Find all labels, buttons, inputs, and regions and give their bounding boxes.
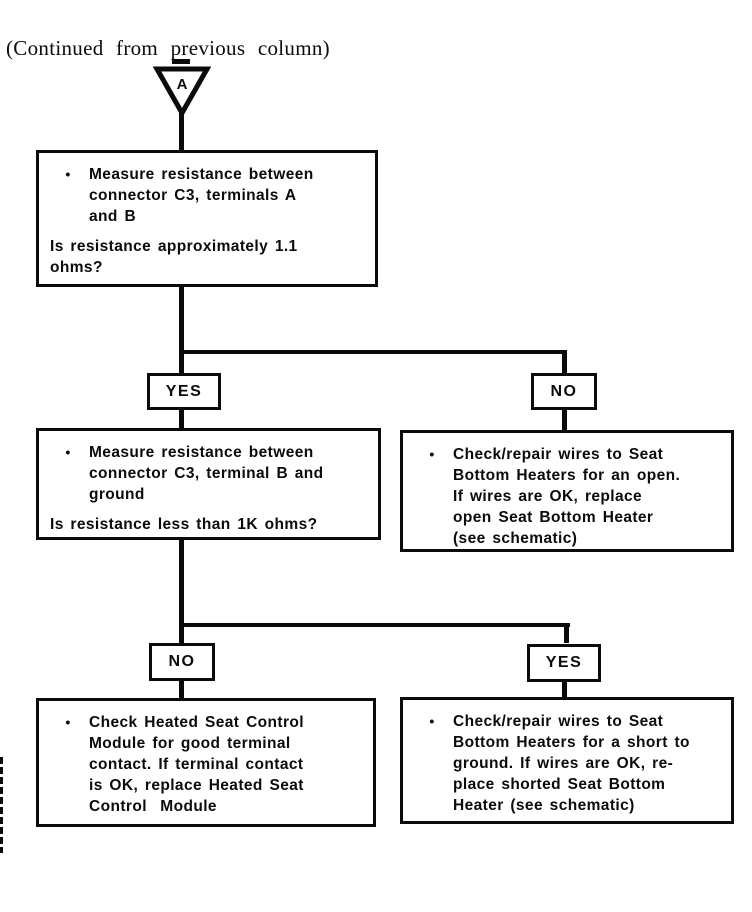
- decision-no-2-label: NO: [168, 653, 196, 670]
- decision-yes-2: YES: [527, 644, 601, 682]
- edge-yes1-to-step2: [179, 410, 184, 428]
- decision-no-1-label: NO: [550, 382, 578, 400]
- bullet-dot: •: [65, 714, 71, 730]
- edge-triangle-to-step1: [179, 110, 184, 150]
- decision-no-2: NO: [149, 643, 215, 681]
- flow-box-measure-ground: • Measure resistance between connector C…: [36, 428, 381, 540]
- decision-yes-1-label: YES: [165, 382, 203, 400]
- edge-branch2-to-no: [179, 627, 184, 643]
- bullet-dot: •: [65, 166, 71, 182]
- decision-yes-2-label: YES: [545, 654, 583, 671]
- flow-box-repair-short-action: Check/repair wires to Seat Bottom Heater…: [453, 713, 690, 814]
- bullet-dot: •: [65, 444, 71, 460]
- flow-box-repair-open-action: Check/repair wires to Seat Bottom Heater…: [453, 446, 681, 547]
- connector-a-triangle: A: [152, 64, 212, 123]
- continued-note: (Continued from previous column): [6, 36, 330, 60]
- edge-above-triangle: [172, 59, 190, 64]
- flow-box-measure-ab-question: Is resistance approximately 1.1 ohms?: [50, 238, 298, 276]
- flow-box-repair-short: • Check/repair wires to Seat Bottom Heat…: [400, 697, 734, 824]
- flow-box-measure-ab-action: Measure resistance between connector C3,…: [89, 166, 314, 225]
- bullet-dot: •: [429, 446, 435, 462]
- edge-step2-down: [179, 540, 184, 623]
- flow-box-measure-ground-action: Measure resistance between connector C3,…: [89, 444, 324, 503]
- edge-no1-to-result-open: [562, 410, 567, 430]
- decision-yes-1: YES: [147, 373, 221, 410]
- edge-branch1-to-yes: [179, 354, 184, 373]
- flow-box-measure-ground-question: Is resistance less than 1K ohms?: [50, 516, 318, 533]
- edge-branch2-horizontal: [179, 623, 570, 627]
- edge-branch2-to-yes: [564, 623, 569, 643]
- decision-no-1: NO: [531, 373, 597, 410]
- page-edge-artifact: [0, 757, 3, 853]
- edge-step1-down: [179, 287, 184, 354]
- edge-branch1-to-no: [562, 350, 567, 373]
- connector-a-label: A: [177, 76, 188, 93]
- bullet-dot: •: [429, 713, 435, 729]
- flow-box-repair-open: • Check/repair wires to Seat Bottom Heat…: [400, 430, 734, 552]
- flow-box-control-module: • Check Heated Seat Control Module for g…: [36, 698, 376, 827]
- edge-branch1-horizontal: [179, 350, 567, 354]
- edge-no2-to-result-module: [179, 681, 184, 698]
- flow-box-control-module-action: Check Heated Seat Control Module for goo…: [89, 714, 304, 815]
- edge-yes2-to-result-short: [562, 682, 567, 697]
- flow-box-measure-ab: • Measure resistance between connector C…: [36, 150, 378, 287]
